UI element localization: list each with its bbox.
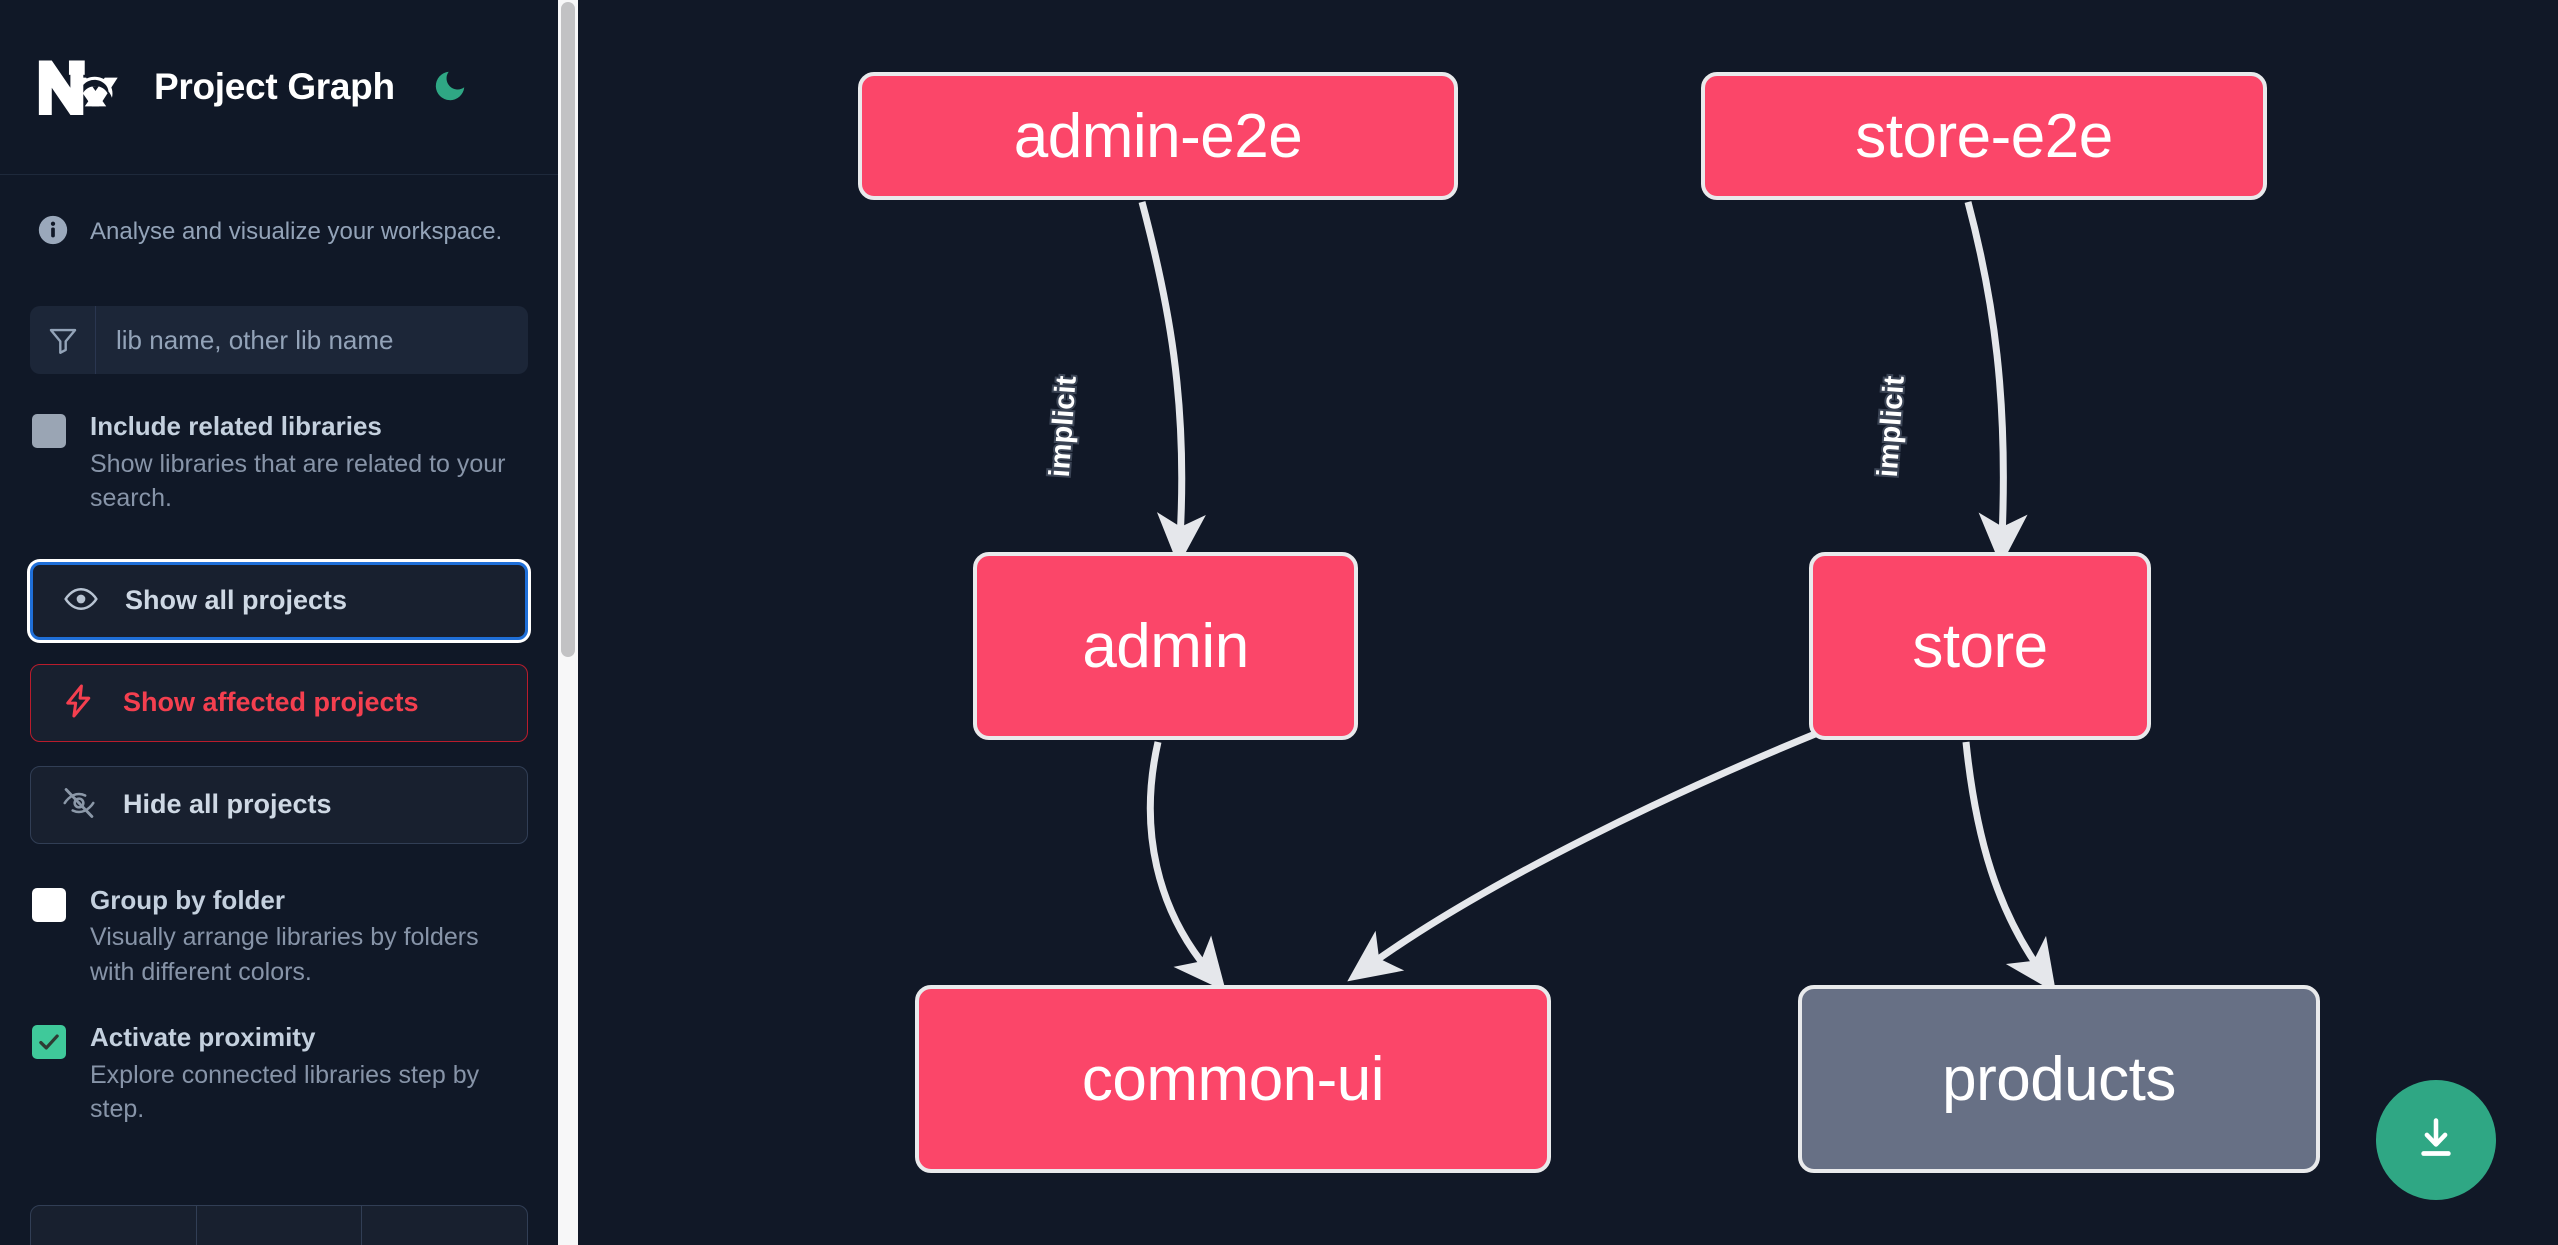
sidebar-scrollbar-thumb[interactable] [561, 2, 575, 657]
edge-store-e2e-to-store [1964, 201, 2028, 566]
theme-toggle-button[interactable] [427, 64, 473, 110]
lightning-icon [61, 683, 97, 722]
include-related-libraries-checkbox[interactable] [32, 414, 66, 448]
edge-label-implicit-admin: implicit [1042, 373, 1085, 481]
sidebar-body: Include related libraries Show libraries… [0, 306, 558, 1127]
filter-row [30, 306, 528, 374]
download-icon [2410, 1113, 2462, 1168]
bottom-button-group-partial[interactable] [30, 1205, 528, 1245]
edge-store-to-products [1962, 741, 2057, 993]
page-title: Project Graph [154, 66, 395, 107]
funnel-icon [30, 306, 96, 374]
graph-node-common-ui[interactable]: common-ui [915, 985, 1551, 1173]
show-all-projects-button[interactable]: Show all projects [30, 561, 528, 640]
activate-proximity-checkbox[interactable] [32, 1025, 66, 1059]
bottom-group-segment-3[interactable] [362, 1206, 527, 1245]
moon-icon [431, 67, 469, 108]
info-icon [36, 213, 70, 252]
info-text: Analyse and visualize your workspace. [90, 218, 503, 246]
group-by-folder-checkbox[interactable] [32, 887, 66, 922]
sidebar-scrollbar-track[interactable] [558, 0, 578, 1245]
sidebar-header: Project Graph [0, 0, 558, 175]
bottom-group-segment-1[interactable] [31, 1206, 197, 1245]
checkbox-row-group-by-folder[interactable]: Group by folder Visually arrange librari… [30, 884, 528, 990]
graph-node-products[interactable]: products [1798, 985, 2320, 1173]
activate-proximity-description: Explore connected libraries step by step… [90, 1060, 480, 1124]
show-affected-projects-label: Show affected projects [123, 687, 419, 717]
checkbox-row-include-related-libraries[interactable]: Include related libraries Show libraries… [30, 410, 528, 516]
graph-node-admin[interactable]: admin [973, 552, 1358, 740]
show-affected-projects-button[interactable]: Show affected projects [30, 663, 528, 742]
graph-node-admin-e2e[interactable]: admin-e2e [858, 72, 1458, 200]
eye-icon [63, 581, 99, 620]
workspace-info: Analyse and visualize your workspace. [0, 175, 558, 252]
node-label: products [1942, 1044, 2176, 1114]
node-label: store-e2e [1855, 101, 2113, 171]
checkbox-row-activate-proximity[interactable]: Activate proximity Explore connected lib… [30, 1021, 528, 1127]
edge-label-implicit-store: implicit [1870, 373, 1913, 481]
node-label: admin-e2e [1013, 101, 1303, 171]
show-all-projects-label: Show all projects [125, 585, 348, 615]
eye-off-icon [61, 785, 97, 824]
bottom-group-segment-2[interactable] [197, 1206, 363, 1245]
group-by-folder-description: Visually arrange libraries by folders wi… [90, 923, 479, 986]
search-input[interactable] [96, 306, 528, 374]
check-icon [39, 1034, 59, 1050]
include-related-libraries-description: Show libraries that are related to your … [90, 449, 506, 513]
node-label: admin [1082, 611, 1249, 681]
graph-node-store-e2e[interactable]: store-e2e [1701, 72, 2267, 200]
edge-store-to-common-ui [1347, 728, 1822, 982]
graph-canvas[interactable]: implicit implicit admin-e2e store-e2e ad… [558, 0, 2558, 1245]
download-graph-button[interactable] [2376, 1080, 2496, 1200]
hide-all-projects-label: Hide all projects [123, 789, 332, 819]
activate-proximity-label: Activate proximity [90, 1022, 316, 1052]
node-label: common-ui [1081, 1044, 1385, 1114]
edge-admin-e2e-to-admin [1138, 201, 1206, 566]
include-related-libraries-label: Include related libraries [90, 411, 382, 441]
projects-button-group: Show all projects Show affected projects [30, 561, 528, 844]
node-label: store [1912, 611, 2048, 681]
sidebar: Project Graph Analyse and visualize your… [0, 0, 558, 1245]
nx-logo-icon [36, 56, 122, 118]
graph-node-store[interactable]: store [1809, 552, 2151, 740]
hide-all-projects-button[interactable]: Hide all projects [30, 765, 528, 844]
edge-admin-to-common-ui [1146, 741, 1226, 992]
group-by-folder-label: Group by folder [90, 884, 285, 915]
